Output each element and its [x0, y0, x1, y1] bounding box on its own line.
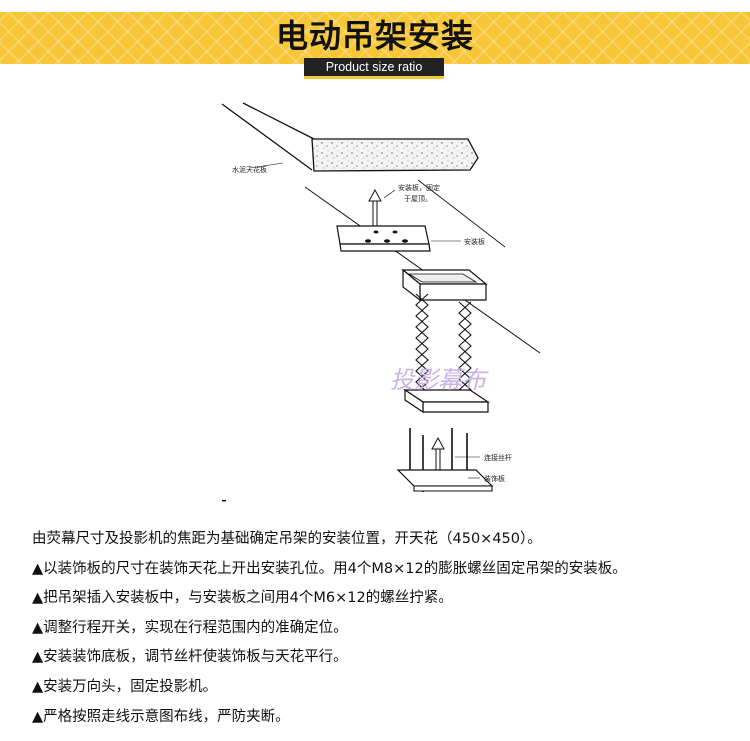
page-subtitle: Product size ratio [325, 60, 423, 74]
guide-line [417, 179, 506, 248]
step-item: ▲以装饰板的尺寸在装饰天花上开出安装孔位。用4个M8×12的膨胀螺丝固定吊架的安… [32, 560, 627, 577]
subtitle-underline [304, 77, 444, 79]
lift-bottom-plate [403, 388, 490, 414]
ceiling-slab [221, 102, 479, 172]
mounting-plate [336, 225, 431, 252]
step-item: ▲调整行程开关，实现在行程范围内的准确定位。 [32, 619, 348, 636]
fix-note-line-2: 于屋顶。 [404, 195, 432, 203]
installation-steps: 由荧幕尺寸及投影机的焦距为基础确定吊架的安装位置，开天花（450×450）。 ▲… [32, 525, 732, 732]
installation-diagram: 水泥天花板 安装板，固定 于屋顶。 安装板 [221, 102, 541, 502]
rod-label: 连接丝杆 [484, 453, 512, 462]
step-item: ▲安装装饰底板，调节丝杆使装饰板与天花平行。 [32, 649, 348, 666]
ceiling-label: 水泥天花板 [232, 165, 267, 174]
note-leader [383, 189, 396, 199]
mount-plate-label: 安装板 [464, 237, 485, 246]
page-title: 电动吊架安装 [275, 17, 474, 55]
step-item: 由荧幕尺寸及投影机的焦距为基础确定吊架的安装位置，开天花（450×450）。 [32, 531, 542, 547]
header-banner [0, 12, 750, 64]
subtitle-bar [304, 58, 444, 77]
decor-plate-label: 装饰板 [484, 474, 505, 483]
ceiling-leader [249, 162, 284, 169]
dash-mark [222, 500, 226, 502]
watermark: 投影幕布 [390, 366, 489, 394]
lift-top-box [401, 268, 488, 302]
scissor-arms [415, 293, 472, 401]
decoration-plate [396, 469, 494, 492]
step-item: ▲严格按照走线示意图布线，严防夹断。 [32, 708, 290, 725]
step-item: ▲把吊架插入安装板中，与安装板之间用4个M6×12的螺丝拧紧。 [32, 590, 453, 607]
fix-note-line-1: 安装板，固定 [398, 183, 440, 192]
step-item: ▲安装万向头，固定投影机。 [32, 678, 218, 695]
